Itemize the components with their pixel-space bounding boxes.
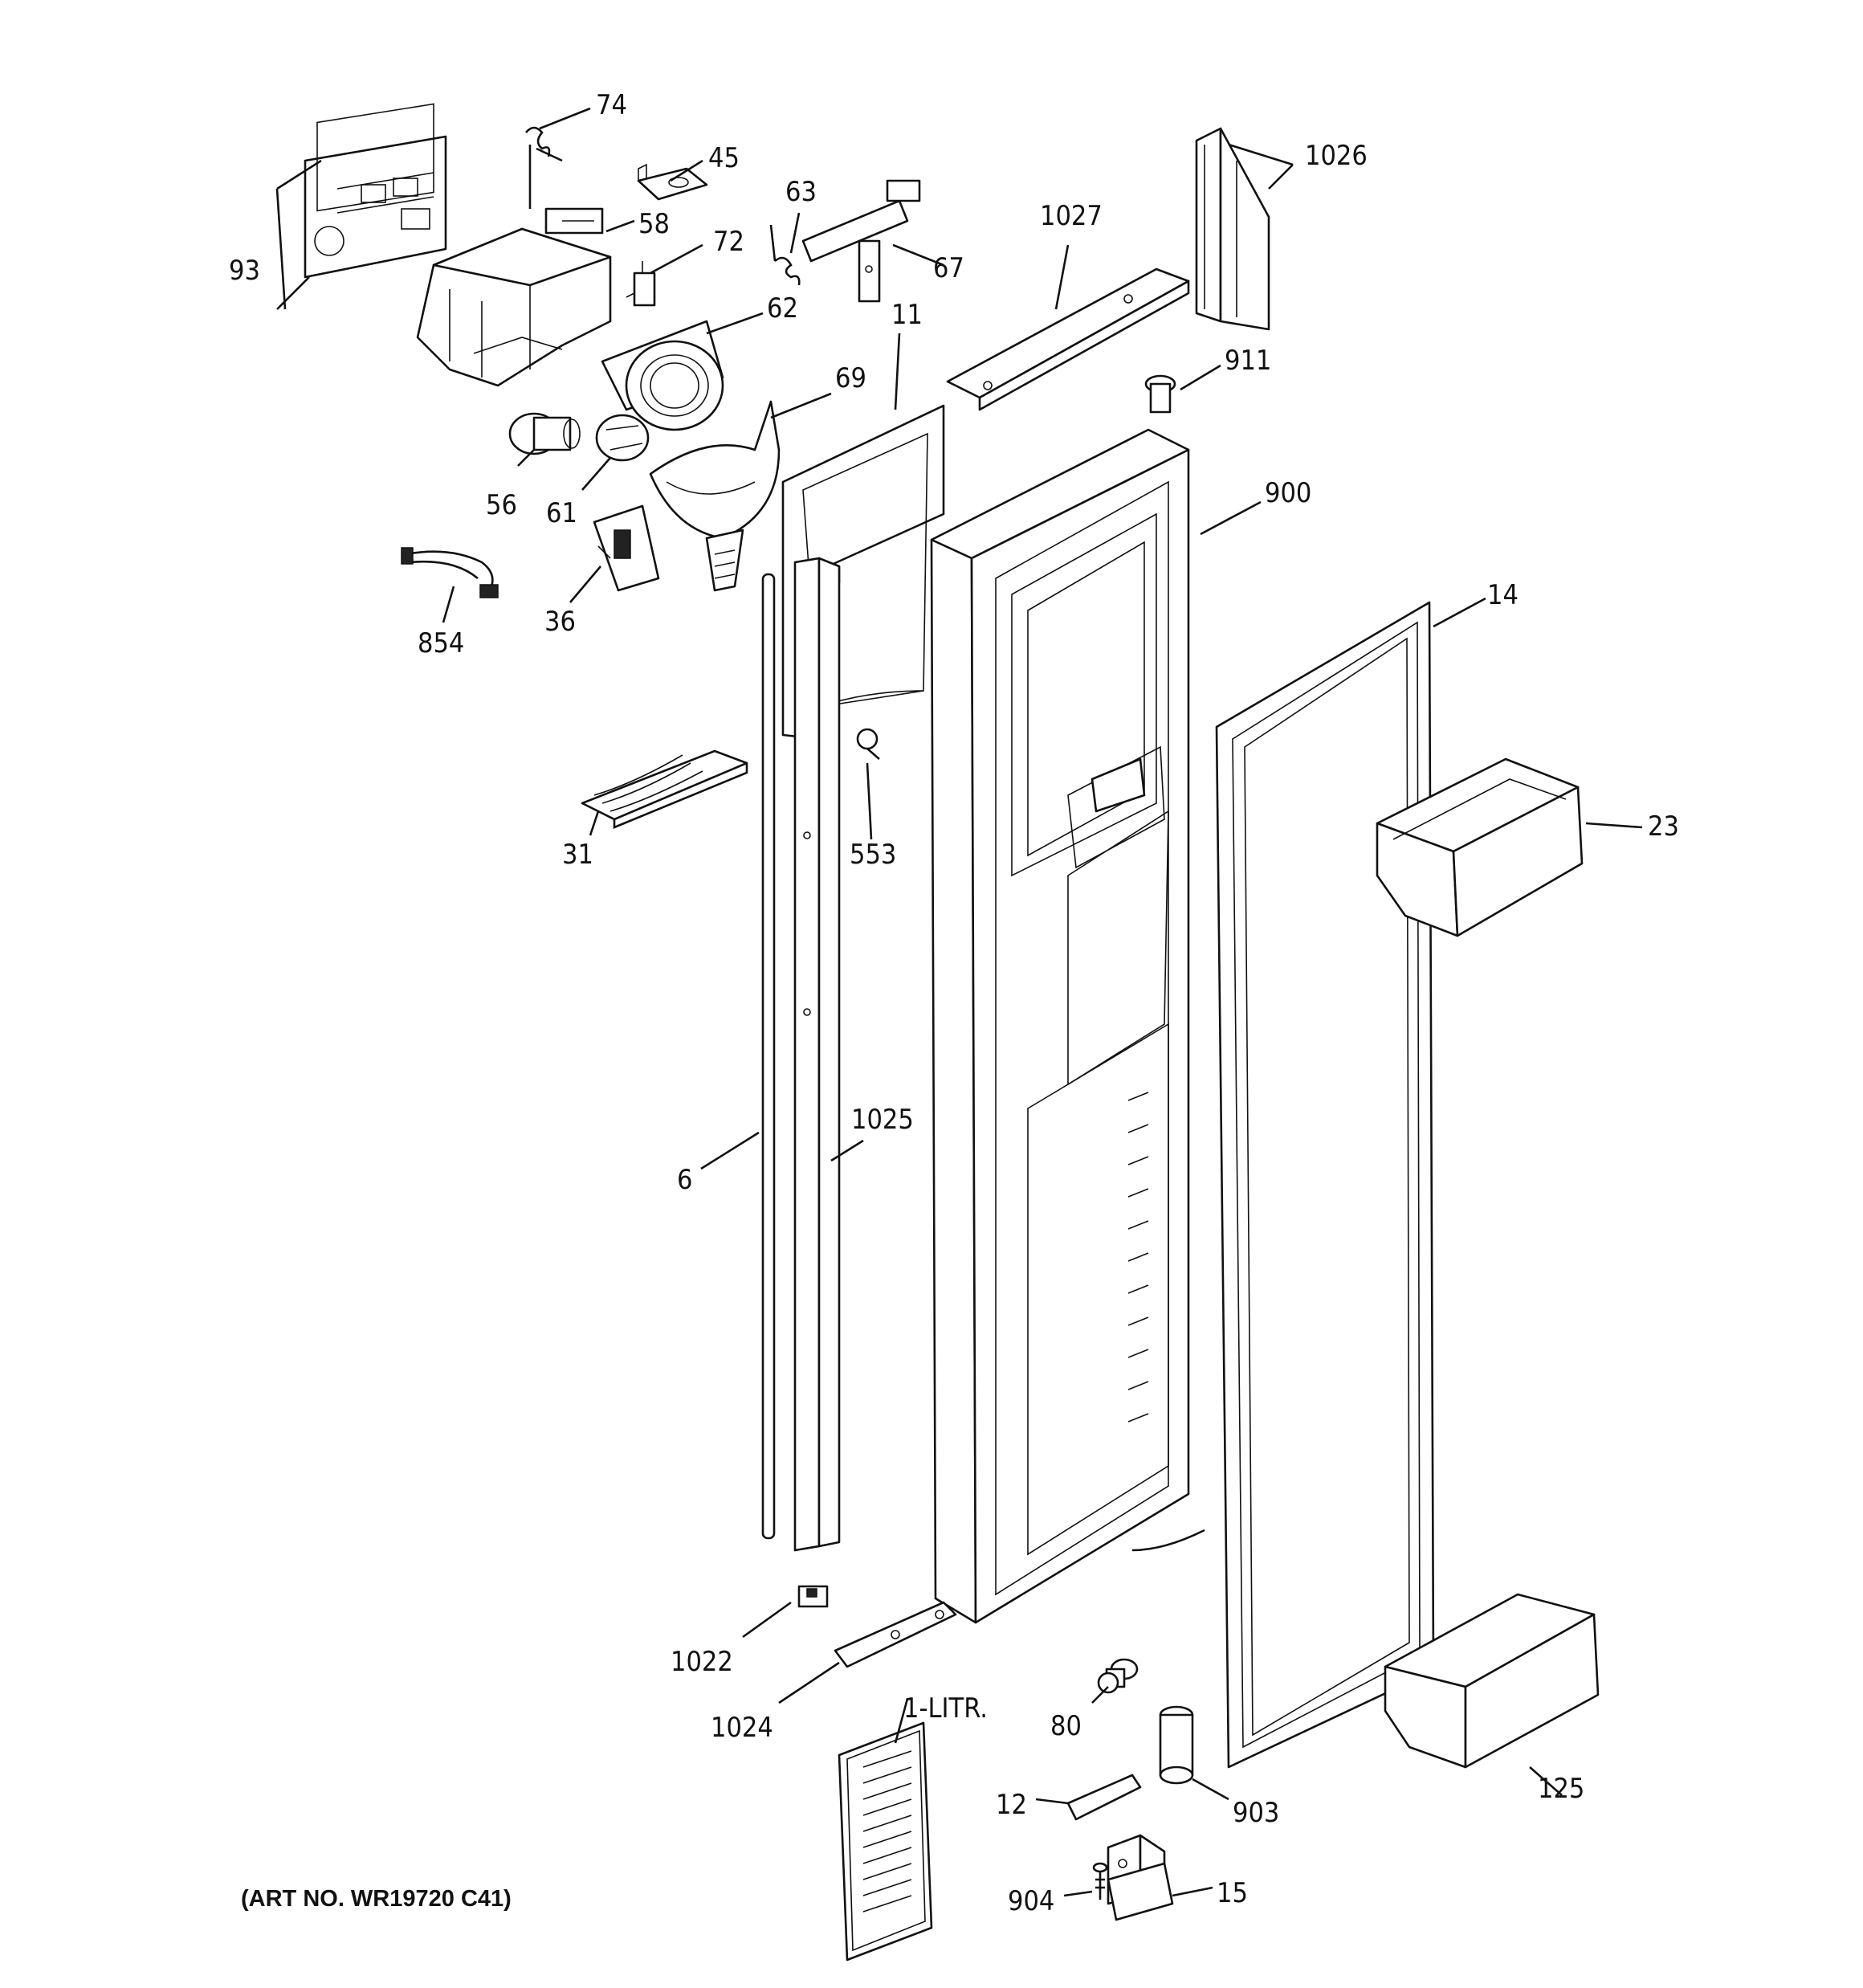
part-900-door <box>930 428 1205 1624</box>
part-1026-handle-trim <box>1195 127 1270 331</box>
label-93: 93 <box>229 255 260 287</box>
part-12-shim <box>1066 1774 1142 1821</box>
part-45-bracket <box>637 163 708 201</box>
callout-labels: 74 45 63 1026 58 72 1027 67 93 62 11 911… <box>229 89 1679 1917</box>
part-14-door-gasket <box>1215 601 1435 1769</box>
part-61-coupling <box>595 414 650 462</box>
label-911: 911 <box>1225 345 1271 377</box>
label-36: 36 <box>544 606 576 638</box>
part-125-door-bin <box>1384 1593 1600 1769</box>
label-58: 58 <box>638 208 670 240</box>
part-1022-clip <box>797 1585 829 1608</box>
part-15-hinge <box>1107 1834 1174 1921</box>
label-1027: 1027 <box>1040 200 1103 232</box>
part-36-solenoid <box>593 504 660 592</box>
part-31-drip-grille <box>581 749 748 829</box>
part-1024-hinge-bracket <box>834 1601 957 1668</box>
label-62: 62 <box>767 292 798 325</box>
part-854-wire-harness <box>401 547 499 598</box>
label-45: 45 <box>708 142 740 174</box>
label-1024: 1024 <box>711 1712 773 1744</box>
label-72: 72 <box>713 226 744 258</box>
leader-lines <box>442 107 1643 1897</box>
label-553: 553 <box>850 839 896 871</box>
part-553-screw <box>856 728 880 760</box>
part-80-plug <box>1097 1658 1139 1694</box>
label-80: 80 <box>1050 1710 1082 1742</box>
part-93-control-board <box>275 103 447 310</box>
label-900: 900 <box>1265 477 1311 509</box>
part-23-door-bin <box>1376 757 1584 937</box>
part-1025-side-trim <box>793 557 841 1552</box>
part-62-auger-ring <box>601 320 724 431</box>
label-903: 903 <box>1233 1797 1279 1829</box>
label-74: 74 <box>596 89 627 121</box>
part-74-spring <box>525 126 563 209</box>
label-67: 67 <box>933 252 964 284</box>
label-1022: 1022 <box>671 1646 733 1678</box>
label-125: 125 <box>1538 1773 1584 1805</box>
part-56-motor <box>508 412 581 455</box>
part-904-screw <box>1092 1862 1108 1900</box>
label-56: 56 <box>486 489 517 521</box>
label-61: 61 <box>546 497 577 529</box>
label-904: 904 <box>1008 1885 1054 1917</box>
part-63-spring <box>769 224 801 286</box>
label-1026: 1026 <box>1305 140 1368 172</box>
label-11: 11 <box>891 299 923 331</box>
label-23: 23 <box>1648 810 1679 843</box>
label-12: 12 <box>996 1789 1027 1821</box>
part-903-hinge-pin <box>1159 1705 1194 1785</box>
part-58-dispenser-housing <box>416 207 612 387</box>
label-854: 854 <box>418 627 464 659</box>
part-72-micro-switch <box>626 261 656 307</box>
part-1027-door-cap <box>946 267 1190 411</box>
part-1-litr-literature <box>838 1721 933 1961</box>
label-1025: 1025 <box>851 1104 914 1136</box>
part-911-bushing <box>1144 374 1176 414</box>
label-15: 15 <box>1217 1877 1248 1909</box>
label-63: 63 <box>785 176 817 208</box>
part-69-ice-chute <box>649 400 781 592</box>
part-67-actuator <box>801 179 921 303</box>
label-31: 31 <box>562 839 593 871</box>
label-6: 6 <box>677 1164 692 1196</box>
part-6-rod <box>761 573 776 1540</box>
label-69: 69 <box>835 362 866 394</box>
label-1-litr: 1-LITR. <box>903 1692 988 1725</box>
art-number-caption: (ART NO. WR19720 C41) <box>241 1886 512 1912</box>
label-14: 14 <box>1487 579 1519 611</box>
